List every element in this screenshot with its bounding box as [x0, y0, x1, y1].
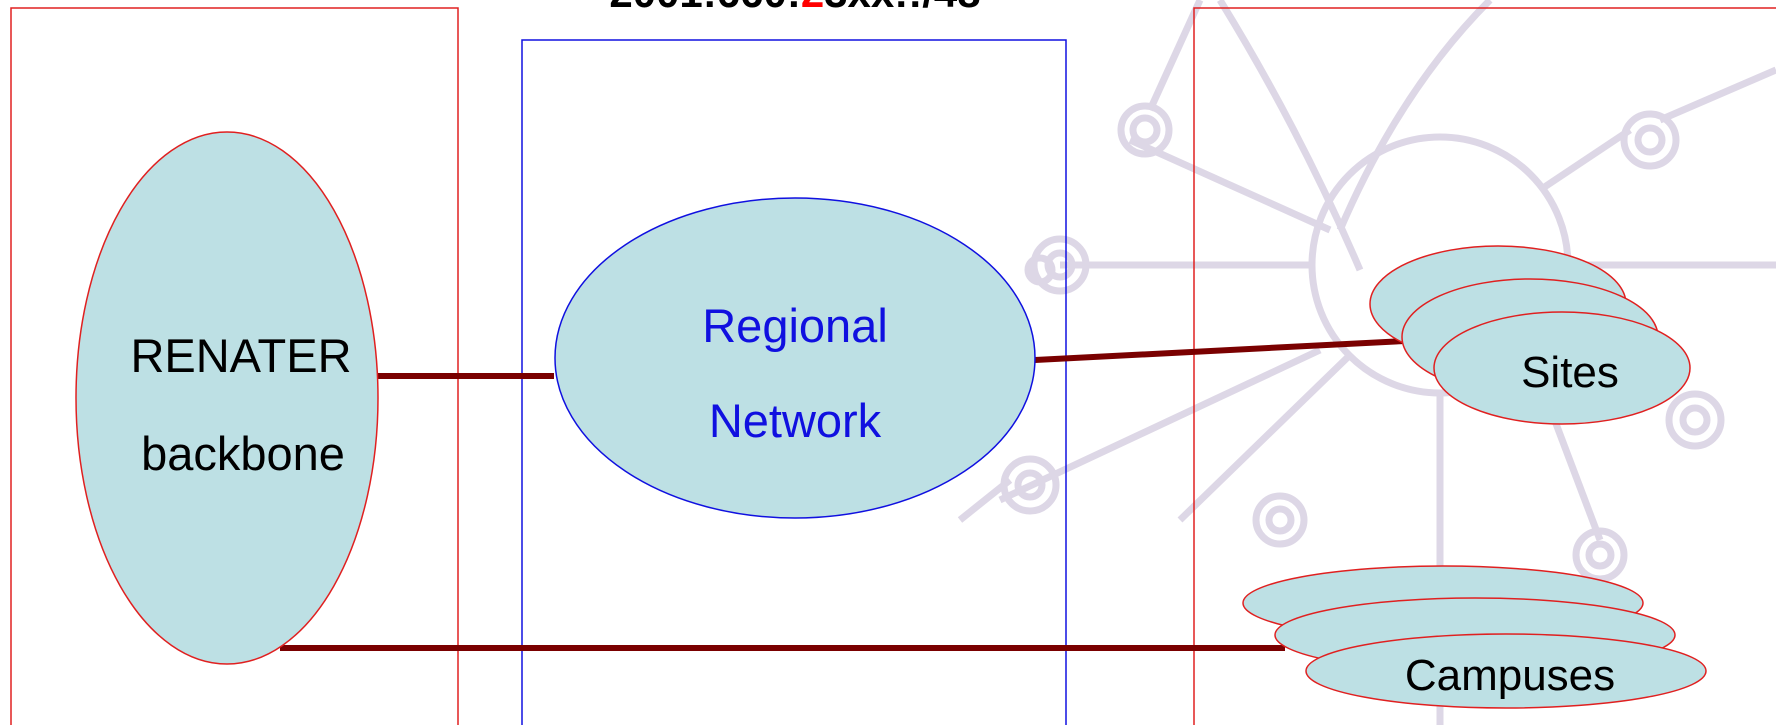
- campuses-node: Campuses: [1242, 565, 1707, 709]
- address-prefix: 2001:660:23xx::/48: [609, 0, 980, 16]
- campuses-ellipse-front: [1305, 633, 1707, 709]
- watermark-graphic: [957, 0, 1776, 725]
- link-regional-sites: [1034, 338, 1406, 363]
- regional-label-line1: Regional: [702, 299, 888, 352]
- sites-label: Sites: [1521, 348, 1619, 397]
- prefix-highlight: 2: [801, 0, 824, 16]
- campuses-label: Campuses: [1405, 651, 1615, 700]
- prefix-part2: 3xx::/48: [824, 0, 980, 16]
- links: [280, 338, 1406, 651]
- sites-ellipse-front: [1433, 311, 1691, 425]
- regional-domain-box: [521, 39, 1067, 725]
- regional-label-line2: Network: [709, 394, 882, 447]
- prefix-part1: 2001:660:: [609, 0, 800, 16]
- backbone-label-line1: RENATER: [130, 329, 351, 382]
- sites-node: Sites: [1369, 245, 1691, 425]
- backbone-node: [75, 131, 379, 665]
- regional-network-node: [554, 197, 1036, 519]
- sites-domain-box: [1193, 7, 1776, 725]
- backbone-label-line2: backbone: [141, 427, 345, 480]
